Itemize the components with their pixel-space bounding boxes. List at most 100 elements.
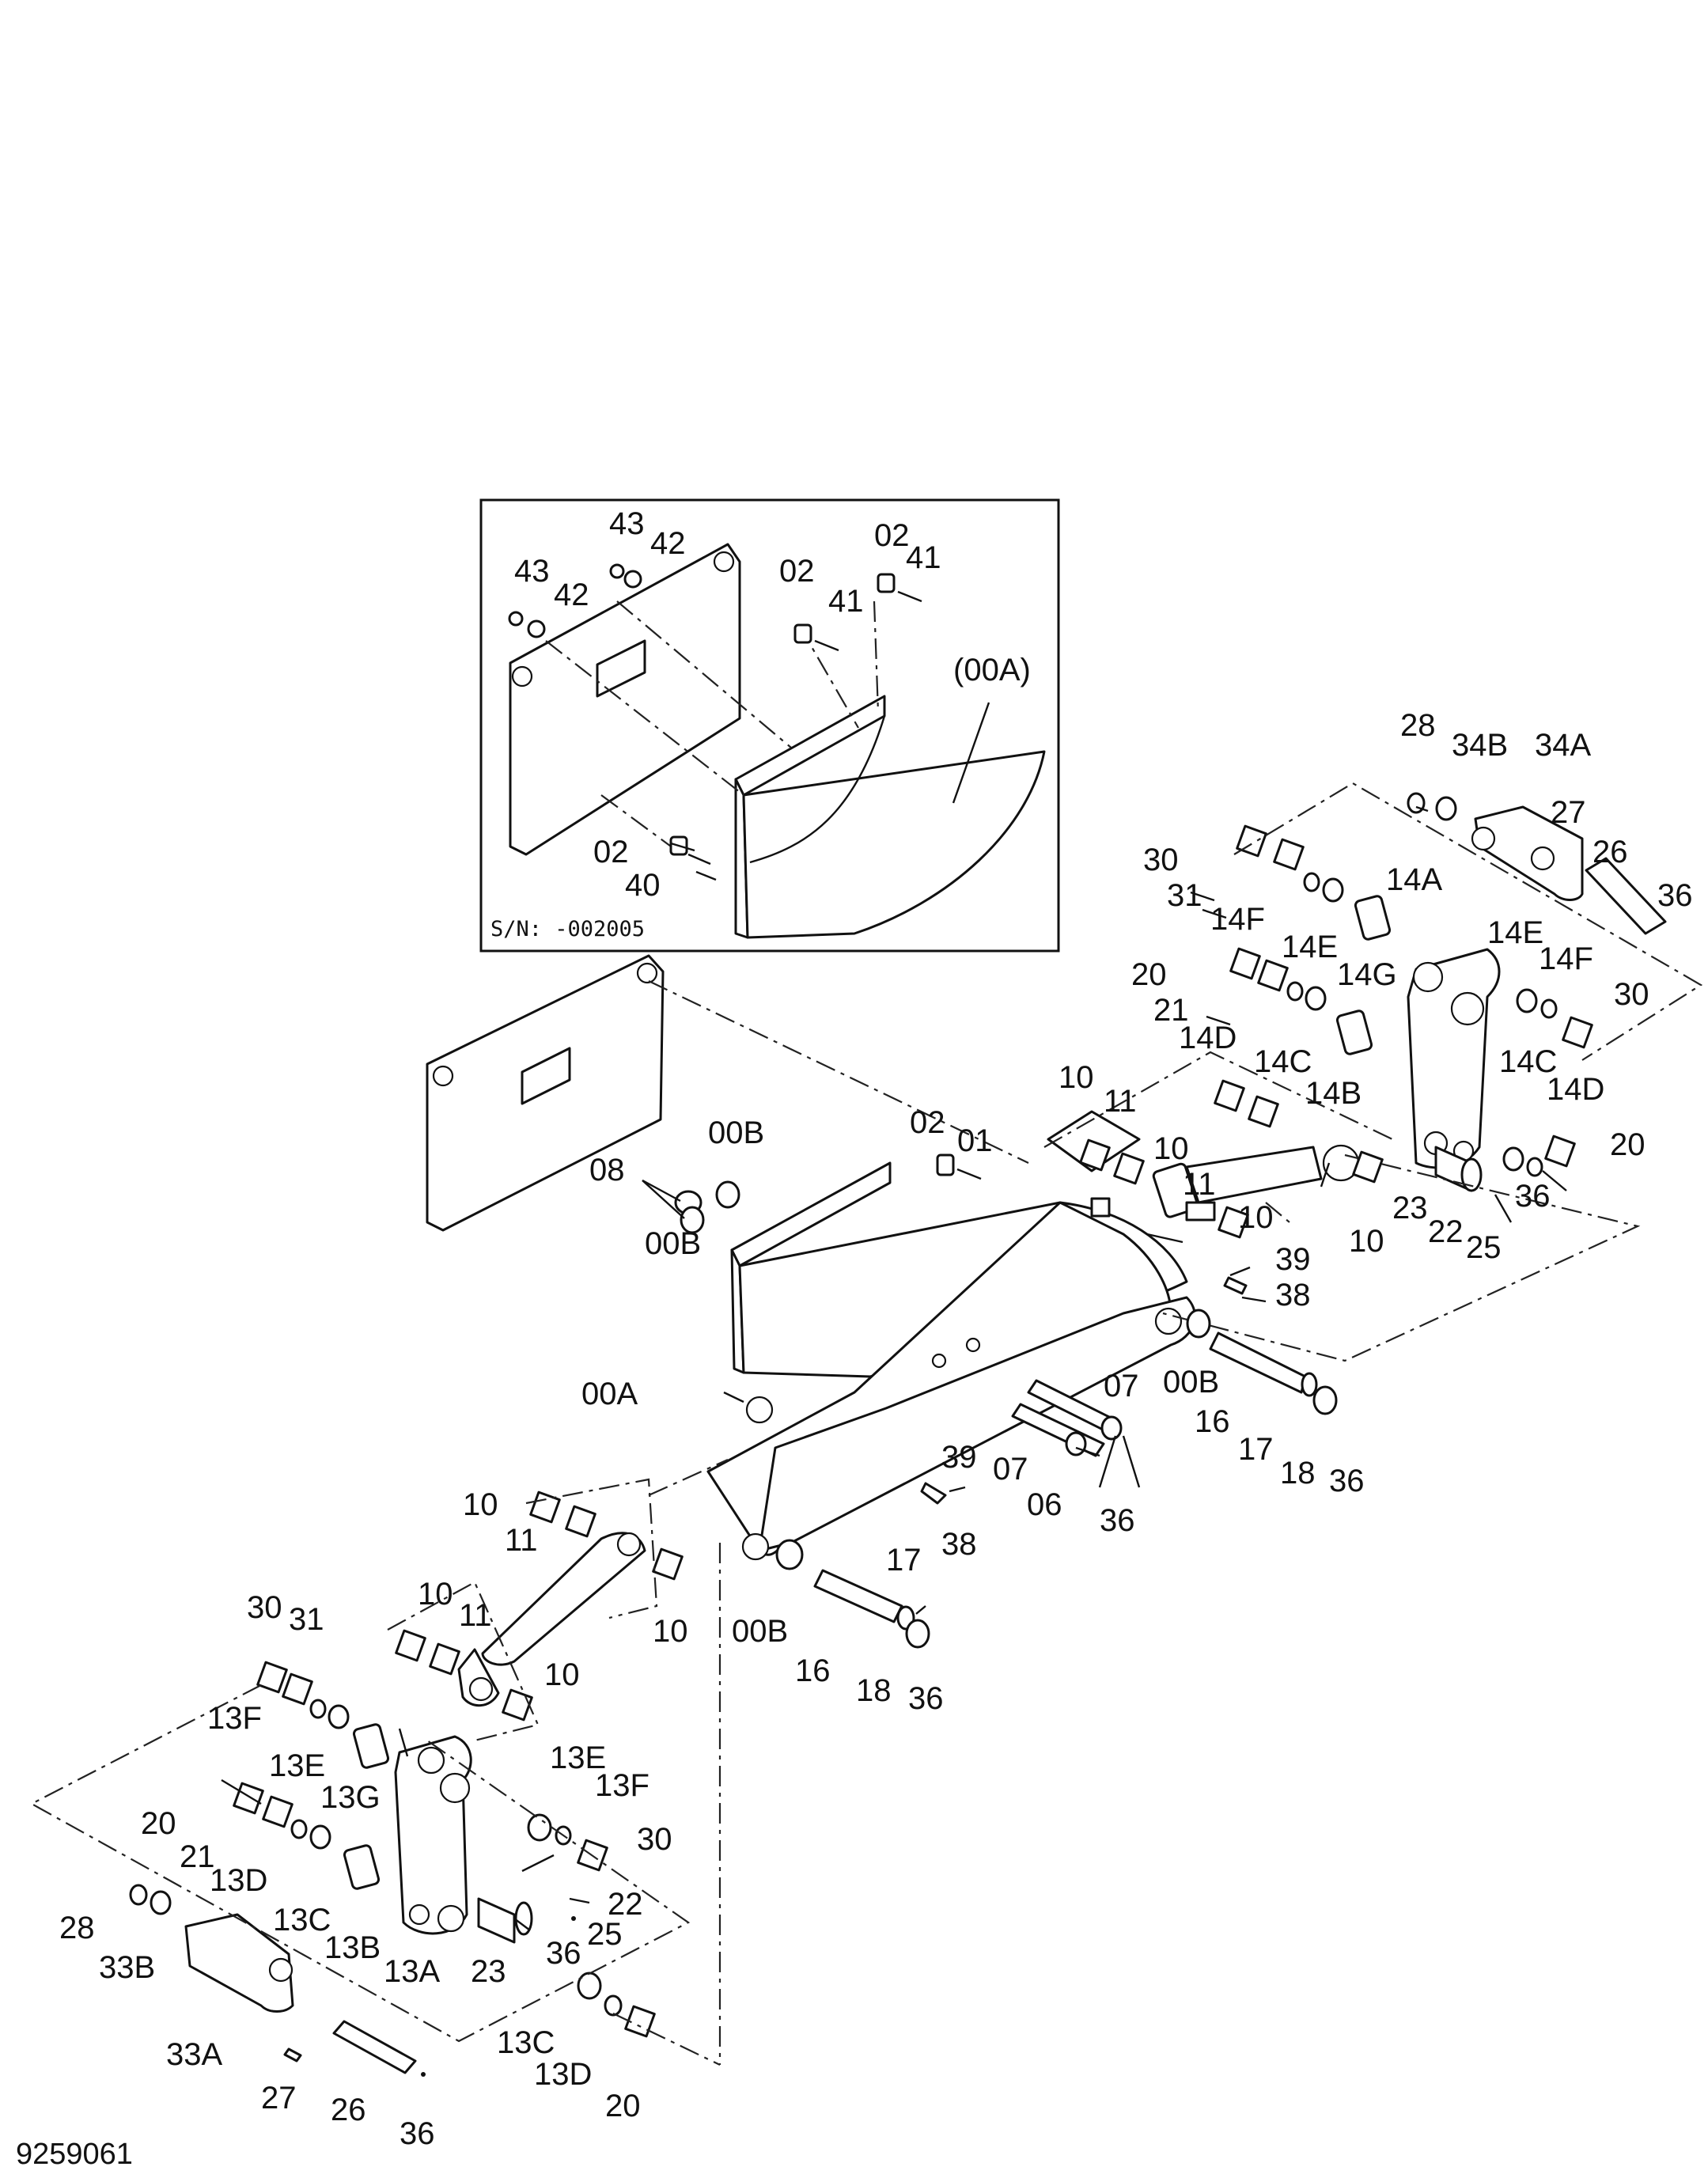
label-41-right: 41 [906, 540, 941, 575]
label-39-upper: 39 [1275, 1242, 1311, 1277]
label-13f-left: 13F [207, 1701, 262, 1736]
leader-lines [221, 702, 1567, 1931]
label-13e-left: 13E [269, 1748, 325, 1783]
label-10-l2: 10 [653, 1614, 688, 1649]
label-14f-left: 14F [1210, 902, 1265, 937]
center-pins [674, 1153, 1338, 1649]
drawing-number: 9259061 [16, 2138, 133, 2171]
mount-bracket-34a [1471, 805, 1584, 901]
label-00a-main: 00A [581, 1377, 638, 1411]
label-30-top-left: 30 [1143, 843, 1179, 877]
label-41-left: 41 [828, 584, 864, 619]
label-14c-right: 14C [1499, 1044, 1557, 1079]
label-17-lower: 17 [886, 1543, 922, 1578]
label-00b-left: 00B [645, 1226, 701, 1261]
label-11-c2: 11 [1183, 1167, 1216, 1202]
label-02-bottom: 02 [593, 835, 629, 869]
label-30-top-right: 30 [1614, 977, 1649, 1012]
label-10-c2: 10 [1153, 1131, 1189, 1166]
label-34a: 34A [1535, 728, 1591, 763]
center-upper-plates [1043, 1051, 1393, 1239]
label-10-l4: 10 [544, 1657, 580, 1692]
label-39-lower: 39 [941, 1440, 977, 1475]
label-14d-left: 14D [1179, 1021, 1237, 1055]
label-42-lower: 42 [554, 578, 589, 612]
back-mounting-plate [426, 954, 665, 1232]
label-42-upper: 42 [650, 526, 686, 561]
label-26-top: 26 [1592, 835, 1628, 869]
label-20-bl: 20 [141, 1806, 176, 1841]
label-27-bl: 27 [261, 2081, 297, 2116]
label-43-lower: 43 [514, 554, 550, 589]
label-11-l2: 11 [459, 1598, 492, 1633]
label-23-bl: 23 [471, 1954, 506, 1989]
label-31-top: 31 [1167, 878, 1202, 913]
label-14b: 14B [1305, 1076, 1361, 1111]
label-43-upper: 43 [609, 506, 645, 541]
label-20-bottom: 20 [605, 2089, 641, 2123]
label-02-left: 02 [779, 554, 815, 589]
label-14f-right: 14F [1539, 941, 1593, 976]
label-30-bl: 30 [247, 1590, 282, 1625]
label-10-l3: 10 [418, 1577, 453, 1612]
label-40: 40 [625, 868, 661, 903]
inset-mounting-plate [509, 543, 741, 856]
labels-top-right: 28 34B 34A 27 26 36 30 31 14F 14E 14G 14… [1131, 708, 1693, 1265]
upper-right-dashlines [1162, 782, 1703, 1362]
label-18-upper: 18 [1280, 1456, 1316, 1491]
label-18-lower: 18 [856, 1673, 892, 1708]
label-07-upper: 07 [1104, 1369, 1139, 1403]
plate-to-boom-dashline [648, 980, 1029, 1164]
lower-cylinder [387, 1478, 684, 1742]
label-28-top: 28 [1400, 708, 1436, 743]
label-33a: 33A [166, 2037, 222, 2072]
label-14c-left: 14C [1254, 1044, 1312, 1079]
label-13d-left: 13D [210, 1863, 267, 1898]
label-21-top: 21 [1153, 993, 1189, 1028]
label-36-top: 36 [1657, 878, 1693, 913]
label-14g: 14G [1337, 957, 1397, 992]
label-06: 06 [1027, 1487, 1062, 1522]
label-14e-left: 14E [1282, 930, 1338, 964]
label-21-bl: 21 [180, 1839, 215, 1874]
label-36-lower: 36 [908, 1681, 944, 1716]
label-00a-inset: (00A) [953, 653, 1031, 687]
label-38-upper: 38 [1275, 1278, 1311, 1312]
label-22-top: 22 [1428, 1214, 1464, 1249]
label-02-main: 02 [910, 1105, 945, 1140]
label-13d-bottom: 13D [534, 2057, 592, 2092]
inset-hardware [508, 563, 922, 866]
label-25-bl: 25 [587, 1917, 623, 1952]
main-boom-arm [706, 1161, 1196, 1561]
label-13a: 13A [384, 1954, 440, 1989]
label-17-upper: 17 [1238, 1432, 1274, 1467]
label-33b: 33B [99, 1950, 155, 1985]
label-14d-right: 14D [1547, 1072, 1604, 1107]
label-28-bl: 28 [59, 1911, 95, 1945]
label-23-top: 23 [1392, 1191, 1428, 1225]
label-20-top-right: 20 [1610, 1127, 1646, 1162]
label-00b-upper: 00B [708, 1116, 764, 1150]
label-36-right: 36 [1329, 1464, 1365, 1498]
label-38-lower: 38 [941, 1527, 977, 1562]
label-10-l1: 10 [463, 1487, 498, 1522]
label-07-lower: 07 [993, 1452, 1028, 1487]
label-27-top: 27 [1551, 795, 1586, 830]
label-13c-left: 13C [273, 1903, 331, 1937]
inset-boom-end [734, 695, 1046, 939]
label-34b: 34B [1452, 728, 1508, 763]
labels-lower: 10 11 10 10 11 10 00B 16 17 18 36 [418, 1487, 944, 1716]
label-08: 08 [589, 1153, 625, 1187]
bottom-left-small-parts [129, 1661, 656, 2077]
label-22-bl: 22 [608, 1887, 643, 1922]
inset-frame [479, 498, 1060, 953]
label-00b-lower: 00B [732, 1614, 788, 1649]
label-16-lower: 16 [795, 1653, 831, 1688]
bottom-bracket-33a [184, 1913, 294, 2013]
labels-center: 10 11 10 11 10 10 39 38 02 01 00B 08 00B… [581, 1060, 1384, 1562]
inset-serial-number: S/N: -002005 [490, 917, 645, 941]
label-11-c1: 11 [1104, 1084, 1137, 1119]
lower-left-bracket-13a [394, 1735, 472, 1935]
